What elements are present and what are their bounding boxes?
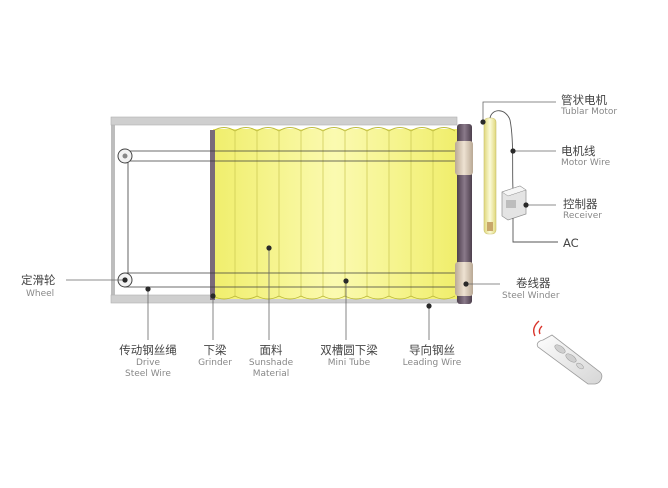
label-sunshade-material: 面料 Sunshade Material [249,343,294,379]
svg-text:双槽圆下梁: 双槽圆下梁 [320,343,378,357]
svg-text:Mini Tube: Mini Tube [328,358,371,368]
label-motor-wire: 电机线 Motor Wire [561,144,611,168]
svg-text:Sunshade: Sunshade [249,358,294,368]
frame-top-bar [110,116,458,126]
svg-text:Material: Material [253,369,290,379]
sunshade-fabric [212,127,457,300]
label-grinder: 下梁 Grinder [198,343,232,368]
svg-text:导向钢丝: 导向钢丝 [409,343,455,357]
svg-text:Wheel: Wheel [26,289,54,299]
label-tubular-motor: 管状电机 Tublar Motor [560,93,617,117]
svg-text:Motor Wire: Motor Wire [561,158,611,168]
svg-text:下梁: 下梁 [204,343,227,357]
motor-wire [489,110,514,191]
label-wheel: 定滑轮 Wheel [21,273,56,299]
frame-left-post [111,117,115,303]
svg-text:Steel Winder: Steel Winder [502,291,560,301]
label-ac: AC [563,236,579,250]
svg-text:Tublar Motor: Tublar Motor [560,107,617,117]
svg-text:AC: AC [563,236,579,250]
tubular-motor [483,117,497,235]
svg-text:定滑轮: 定滑轮 [21,273,56,287]
label-mini-tube: 双槽圆下梁 Mini Tube [320,343,378,368]
ac-cable [512,218,558,243]
grinder-beam [210,130,215,300]
svg-text:Grinder: Grinder [198,358,232,368]
steel-winder-top [455,141,473,175]
label-receiver: 控制器 Receiver [563,197,602,221]
label-steel-winder: 卷线器 Steel Winder [502,276,560,301]
wheel-top [117,148,133,164]
leader-lines [66,101,556,340]
label-drive-steel-wire: 传动钢丝绳 Drive Steel Wire [119,343,177,379]
svg-text:Receiver: Receiver [563,211,602,221]
svg-text:电机线: 电机线 [561,144,596,158]
svg-text:卷线器: 卷线器 [516,276,551,290]
svg-text:Drive: Drive [136,358,160,368]
steel-winder-bottom [455,262,473,296]
svg-text:面料: 面料 [260,343,283,357]
label-leading-wire: 导向钢丝 Leading Wire [403,343,462,368]
svg-text:控制器: 控制器 [563,197,598,211]
remote-signal-icon [532,320,543,337]
svg-text:管状电机: 管状电机 [561,93,607,107]
remote-control[interactable] [536,334,603,385]
svg-text:Steel Wire: Steel Wire [125,369,171,379]
steel-wires [124,150,457,288]
svg-text:传动钢丝绳: 传动钢丝绳 [119,343,177,357]
receiver-box [501,185,527,221]
svg-text:Leading Wire: Leading Wire [403,358,462,368]
